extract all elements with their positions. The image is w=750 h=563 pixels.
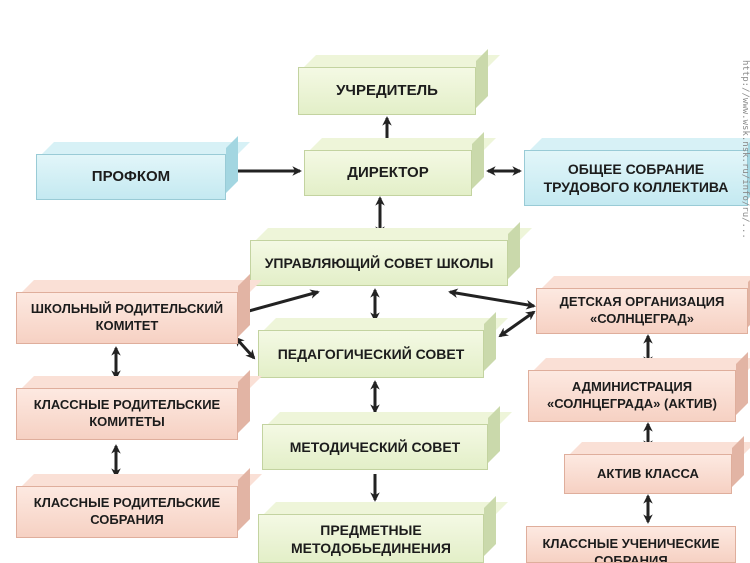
pedagogicheskiy-sovet-box: ПЕДАГОГИЧЕСКИЙ СОВЕТ [258, 330, 484, 378]
upravlyayushchiy-sovet-box: УПРАВЛЯЮЩИЙ СОВЕТ ШКОЛЫ [250, 240, 508, 286]
administraciya-line-1: АДМИНИСТРАЦИЯ [571, 379, 693, 395]
uchenicheskie-line-2: СОБРАНИЯ [594, 552, 668, 563]
upravlyayushchiy-sovet-label: УПРАВЛЯЮЩИЙ СОВЕТ ШКОЛЫ [264, 254, 494, 271]
obshchee-sobranie-line-2: ТРУДОВОГО КОЛЛЕКТИВА [543, 179, 729, 195]
klassnye-sobraniya-line-2: СОБРАНИЯ [90, 512, 164, 527]
shkolny-komitet-box: ШКОЛЬНЫЙ РОДИТЕЛЬСКИЙ КОМИТЕТ [16, 292, 238, 344]
arrow-pedsovet-shkolny [234, 336, 256, 360]
direktor-label: ДИРЕКТОР [347, 164, 429, 182]
uchreditel-box: УЧРЕДИТЕЛЬ [298, 67, 476, 115]
profkom-label: ПРОФКОМ [91, 168, 171, 186]
detskaya-organizaciya-line-2: «СОЛНЦЕГРАД» [589, 311, 695, 326]
predmetnye-line-2: МЕТОДОБЬЕДИНЕНИЯ [291, 540, 451, 557]
uchreditel-label: УЧРЕДИТЕЛЬ [336, 82, 438, 100]
shkolny-komitet-line-1: ШКОЛЬНЫЙ РОДИТЕЛЬСКИЙ [30, 301, 224, 317]
administraciya-line-2: «СОЛНЦЕГРАДА» (АКТИВ) [547, 396, 717, 411]
aktiv-klassa-label: АКТИВ КЛАССА [597, 465, 699, 481]
aktiv-klassa-box: АКТИВ КЛАССА [564, 454, 732, 494]
klassnye-sobraniya-line-1: КЛАССНЫЕ РОДИТЕЛЬСКИЕ [33, 495, 221, 511]
pedagogicheskiy-sovet-label: ПЕДАГОГИЧЕСКИЙ СОВЕТ [277, 345, 465, 362]
detskaya-organizaciya-box: ДЕТСКАЯ ОРГАНИЗАЦИЯ «СОЛНЦЕГРАД» [536, 288, 748, 334]
metodicheskiy-sovet-label: МЕТОДИЧЕСКИЙ СОВЕТ [289, 438, 461, 455]
klassnye-komitety-line-1: КЛАССНЫЕ РОДИТЕЛЬСКИЕ [33, 397, 221, 413]
klassnye-komitety-box: КЛАССНЫЕ РОДИТЕЛЬСКИЕ КОМИТЕТЫ [16, 388, 238, 440]
administraciya-box: АДМИНИСТРАЦИЯ «СОЛНЦЕГРАДА» (АКТИВ) [528, 370, 736, 422]
direktor-box: ДИРЕКТОР [304, 150, 472, 196]
arrow-upravlyayushchiy-detskaya [448, 288, 536, 310]
uchenicheskie-line-1: КЛАССНЫЕ УЧЕНИЧЕСКИЕ [542, 536, 720, 551]
uchenicheskie-box: КЛАССНЫЕ УЧЕНИЧЕСКИЕ СОБРАНИЯ [526, 526, 736, 563]
predmetnye-line-1: ПРЕДМЕТНЫЕ [320, 522, 422, 538]
klassnye-komitety-line-2: КОМИТЕТЫ [89, 414, 165, 429]
klassnye-sobraniya-box: КЛАССНЫЕ РОДИТЕЛЬСКИЕ СОБРАНИЯ [16, 486, 238, 538]
metodicheskiy-sovet-box: МЕТОДИЧЕСКИЙ СОВЕТ [262, 424, 488, 470]
predmetnye-box: ПРЕДМЕТНЫЕ МЕТОДОБЬЕДИНЕНИЯ [258, 514, 484, 563]
arrow-pedsovet-detskaya [498, 310, 536, 338]
detskaya-organizaciya-line-1: ДЕТСКАЯ ОРГАНИЗАЦИЯ [559, 294, 725, 310]
edge-watermark-text: http://www.wsk.nsk.ru/info/ru/... [740, 60, 750, 239]
shkolny-komitet-line-2: КОМИТЕТ [95, 318, 159, 333]
profkom-box: ПРОФКОМ [36, 154, 226, 200]
arrow-upravlyayushchiy-shkolny [236, 289, 320, 317]
obshchee-sobranie-box: ОБЩЕЕ СОБРАНИЕ ТРУДОВОГО КОЛЛЕКТИВА [524, 150, 748, 206]
obshchee-sobranie-line-1: ОБЩЕЕ СОБРАНИЕ [567, 160, 705, 177]
